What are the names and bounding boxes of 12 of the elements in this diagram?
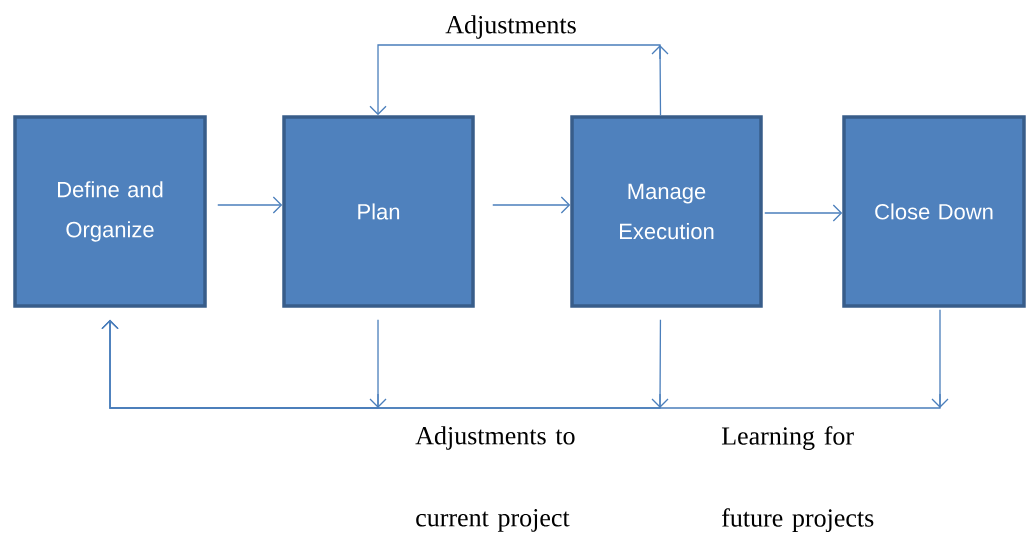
edge-label: Adjustments	[445, 15, 576, 39]
arrow	[101, 309, 949, 409]
arrow	[492, 196, 571, 214]
process-box: Define and Organize	[13, 115, 207, 308]
arrow	[764, 204, 843, 222]
process-box: Manage Execution	[570, 115, 763, 308]
note-text: Adjustments to current project	[415, 426, 575, 532]
process-box: Plan	[282, 115, 475, 308]
process-box: Close Down	[842, 115, 1026, 308]
note-text: Learning for future projects	[721, 426, 874, 533]
arrow	[369, 44, 669, 116]
arrow	[217, 196, 283, 214]
